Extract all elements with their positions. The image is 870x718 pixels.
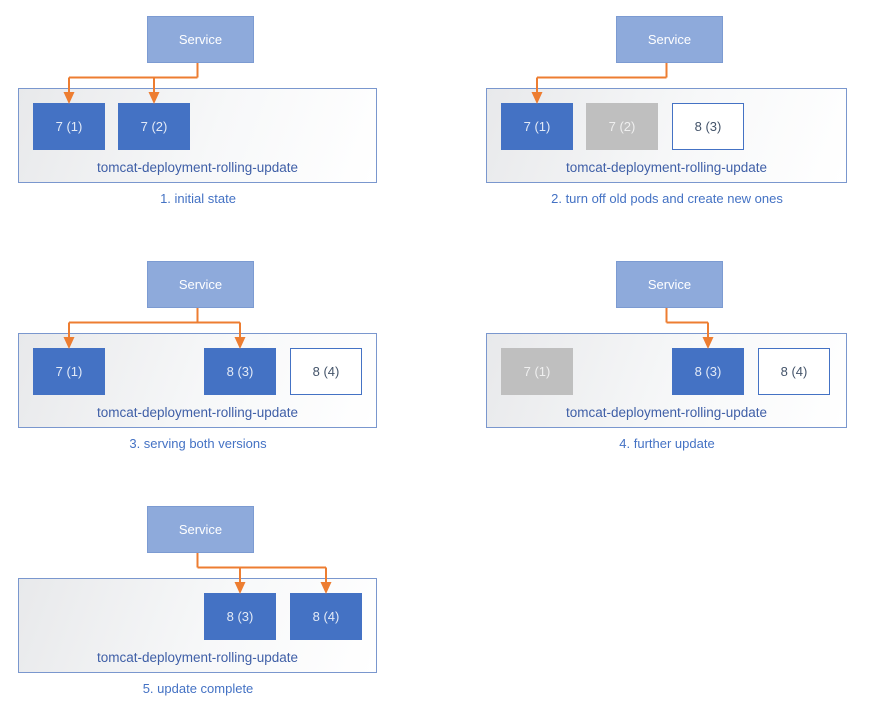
deployment-label: tomcat-deployment-rolling-update [565, 405, 768, 420]
diagram-panel-5: Service tomcat-deployment-rolling-update 8… [0, 490, 435, 718]
panel-caption: 3. serving both versions [129, 436, 267, 451]
diagram-panel-2: Service tomcat-deployment-rolling-update 7… [435, 0, 870, 245]
pod-7-1-active: 7 (1) [33, 103, 105, 150]
pod-8-4-active: 8 (4) [290, 593, 362, 640]
panel-caption: 2. turn off old pods and create new ones [551, 191, 783, 206]
pod-8-3-active: 8 (3) [672, 348, 744, 395]
deployment-label: tomcat-deployment-rolling-update [96, 405, 299, 420]
pod-8-3-new: 8 (3) [672, 103, 744, 150]
pod-7-2-off: 7 (2) [586, 103, 658, 150]
panel-caption: 1. initial state [160, 191, 236, 206]
service-box: Service [147, 506, 254, 553]
pod-8-3-active: 8 (3) [204, 348, 276, 395]
pod-7-1-active: 7 (1) [33, 348, 105, 395]
diagram-panel-3: Service tomcat-deployment-rolling-update 7… [0, 245, 435, 490]
deployment-label: tomcat-deployment-rolling-update [96, 650, 299, 665]
service-box: Service [616, 16, 723, 63]
pod-8-3-active: 8 (3) [204, 593, 276, 640]
panel-caption: 4. further update [619, 436, 715, 451]
pod-7-1-off: 7 (1) [501, 348, 573, 395]
pod-7-2-active: 7 (2) [118, 103, 190, 150]
pod-7-1-active: 7 (1) [501, 103, 573, 150]
deployment-label: tomcat-deployment-rolling-update [565, 160, 768, 175]
service-box: Service [616, 261, 723, 308]
diagram-panel-4: Service tomcat-deployment-rolling-update 7… [435, 245, 870, 490]
pod-8-4-new: 8 (4) [290, 348, 362, 395]
panel-caption: 5. update complete [142, 681, 254, 696]
diagram-panel-1: Service tomcat-deployment-rolling-update 7… [0, 0, 435, 245]
deployment-label: tomcat-deployment-rolling-update [96, 160, 299, 175]
service-box: Service [147, 16, 254, 63]
service-box: Service [147, 261, 254, 308]
pod-8-4-new: 8 (4) [758, 348, 830, 395]
